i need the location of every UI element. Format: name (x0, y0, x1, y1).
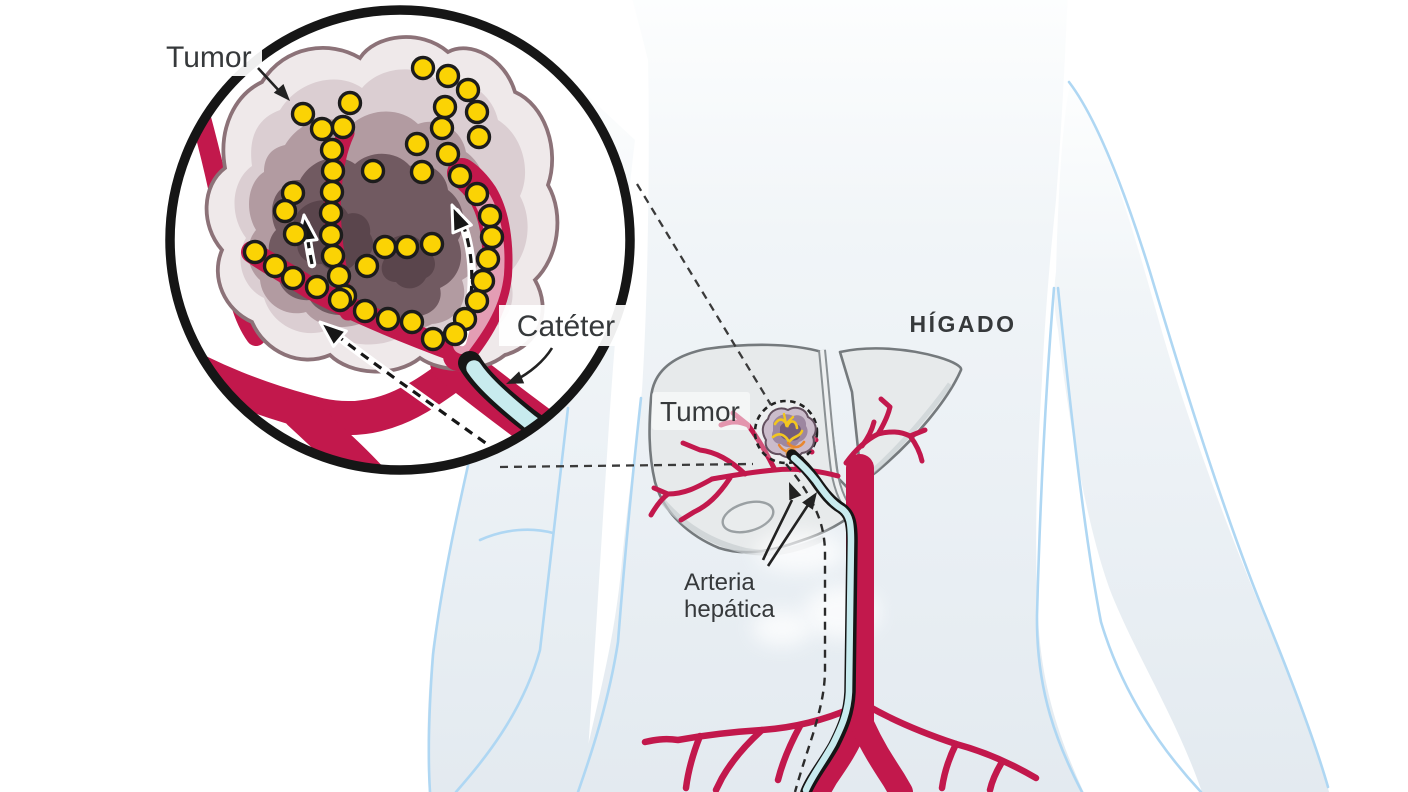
artery-arrow-1-head (789, 482, 802, 501)
microsphere (304, 274, 330, 300)
right-arm-inner-line (1056, 286, 1203, 792)
microsphere (318, 222, 344, 248)
aorta-group (641, 454, 1040, 792)
catheter-arrow-head (506, 371, 525, 384)
torso-shape (577, 0, 1084, 792)
inset-tumor-label-box (158, 36, 262, 76)
catheter-label-box (499, 305, 633, 346)
microsphere (319, 179, 345, 205)
microsphere (272, 198, 298, 224)
hepatic-artery-label-line1: Arteria (684, 569, 755, 596)
microsphere (442, 321, 468, 347)
inset-magnifier (165, 5, 635, 475)
gallbladder (721, 500, 775, 534)
microsphere (429, 115, 455, 141)
pelvic-branches-left (641, 704, 856, 792)
microsphere (337, 90, 363, 116)
microsphere (447, 163, 473, 189)
inset-tumor-arrow-head (273, 84, 290, 101)
microsphere (409, 159, 435, 185)
microsphere (470, 268, 496, 294)
microsphere (455, 77, 481, 103)
torso-right-line (1035, 286, 1084, 792)
liver-tumor-group (753, 399, 819, 465)
microsphere (309, 116, 335, 142)
artery-arrow-2-line (766, 501, 812, 567)
microsphere (432, 94, 458, 120)
connector-horizontal (499, 462, 754, 469)
microsphere (394, 234, 420, 260)
microsphere (326, 263, 352, 289)
microsphere (399, 309, 425, 335)
right-arm-outer-line (1067, 80, 1330, 789)
microspheres (242, 55, 505, 352)
pelvic-branches-right (864, 702, 1040, 792)
microsphere (360, 158, 386, 184)
right-arm-shape (1054, 85, 1330, 792)
microsphere (330, 114, 356, 140)
microsphere (354, 253, 380, 279)
microsphere (435, 141, 461, 167)
microsphere (464, 288, 490, 314)
liver-tumor-label-box (652, 392, 750, 430)
tumor-microvessels (771, 412, 806, 454)
falciform-ligament-core (820, 349, 854, 515)
microsphere (435, 63, 461, 89)
left-elbow-crease (478, 528, 555, 542)
microsphere (280, 265, 306, 291)
microsphere (282, 221, 308, 247)
microsphere (410, 55, 436, 81)
hepatic-artery-label-line2: hepática (684, 596, 775, 623)
catheter-label: Catéter (517, 310, 615, 343)
microsphere (475, 246, 501, 272)
microsphere (466, 124, 492, 150)
microsphere (320, 243, 346, 269)
cloud-3 (752, 610, 812, 646)
microsphere (262, 253, 288, 279)
microsphere (404, 131, 430, 157)
right-lobe-shading (870, 382, 953, 474)
microsphere (419, 231, 445, 257)
microsphere (320, 158, 346, 184)
hepatic-artery-right-tree (843, 396, 928, 466)
organ-label-higado: HÍGADO (910, 310, 1017, 337)
microsphere (242, 239, 268, 265)
liver-tumor-label: Tumor (660, 396, 740, 427)
right-iliac (851, 714, 913, 792)
microsphere (290, 101, 316, 127)
guidewire-dashed-path (785, 463, 827, 792)
microsphere (479, 224, 505, 250)
left-arm-inner-line (454, 406, 570, 792)
microsphere (327, 287, 353, 313)
magnifier-ring (165, 5, 635, 475)
microsphere (375, 306, 401, 332)
inset-tumor-label: Tumor (166, 41, 252, 74)
connector-diagonal (636, 183, 772, 406)
microsphere (464, 181, 490, 207)
artery-arrow-2-head (802, 492, 817, 510)
microsphere (318, 200, 344, 226)
catheter-body (790, 454, 855, 792)
flow-arrow-long (318, 320, 530, 469)
cloud-1 (755, 532, 845, 572)
inset-artery-fork (282, 394, 394, 469)
microsphere (464, 99, 490, 125)
microsphere (420, 326, 446, 352)
microsphere (319, 137, 345, 163)
microsphere (352, 298, 378, 324)
labels: Tumor Catéter HÍGADO Tumor Arteria hepát… (158, 36, 1017, 623)
torso-left-line (576, 396, 643, 792)
inset-content (171, 35, 629, 469)
microsphere (372, 234, 398, 260)
artery-arrow-1-line (761, 499, 794, 561)
microsphere (477, 203, 503, 229)
